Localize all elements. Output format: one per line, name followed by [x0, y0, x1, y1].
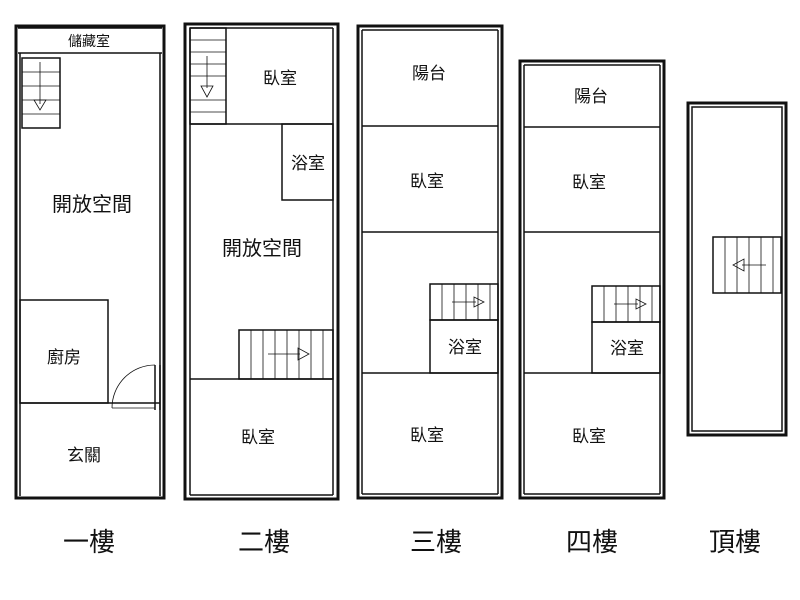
- floor-2-outline: [183, 22, 340, 501]
- bathroom-walls-floor-2: [281, 123, 334, 201]
- floor-label-roof: 頂樓: [709, 528, 761, 558]
- floor-3-plan: 陽台 臥室 浴室 臥室: [356, 24, 504, 500]
- floor-label-2: 二樓: [238, 528, 290, 558]
- entrance-door: [111, 364, 161, 410]
- room-label-bedroom: 臥室: [263, 69, 297, 89]
- room-label-balcony: 陽台: [574, 87, 608, 107]
- room-label-bathroom: 浴室: [291, 154, 325, 174]
- room-label-bedroom-2: 臥室: [572, 427, 606, 447]
- roof-outline: [686, 101, 788, 437]
- stairs-floor-2-bottom: [238, 329, 334, 380]
- room-label-kitchen: 廚房: [47, 347, 81, 368]
- floor-1-plan: 儲藏室 開放空間 廚房 玄關: [14, 24, 166, 500]
- floor-4-plan: 陽台 臥室 浴室 臥室: [518, 59, 666, 500]
- room-label-open-space: 開放空間: [52, 192, 132, 216]
- floor-1-outline: [14, 24, 166, 500]
- room-label-bedroom: 臥室: [572, 173, 606, 193]
- stairs-floor-4: [591, 285, 661, 323]
- room-label-entrance: 玄關: [67, 446, 101, 466]
- floor-2-plan: 臥室 浴室 開放空間 臥室: [183, 22, 340, 501]
- room-label-bedroom: 臥室: [410, 172, 444, 192]
- floor-3-outline: [356, 24, 504, 500]
- floor-label-1: 一樓: [63, 528, 115, 558]
- stairs-floor-1: [21, 57, 61, 129]
- floor-4-outline: [518, 59, 666, 500]
- room-label-balcony: 陽台: [412, 64, 446, 84]
- floor-label-3: 三樓: [410, 528, 462, 558]
- room-label-bedroom-2: 臥室: [241, 428, 275, 448]
- room-label-bedroom-2: 臥室: [410, 426, 444, 446]
- roof-plan: [686, 101, 788, 437]
- floor-label-4: 四樓: [566, 528, 618, 558]
- stairs-floor-3: [429, 283, 499, 321]
- room-label-open-space: 開放空間: [222, 236, 302, 260]
- room-label-storage: 儲藏室: [68, 33, 110, 50]
- room-label-bathroom: 浴室: [448, 338, 482, 358]
- stairs-roof: [712, 236, 782, 294]
- stairs-floor-2-top: [189, 27, 227, 125]
- room-label-bathroom: 浴室: [610, 339, 644, 359]
